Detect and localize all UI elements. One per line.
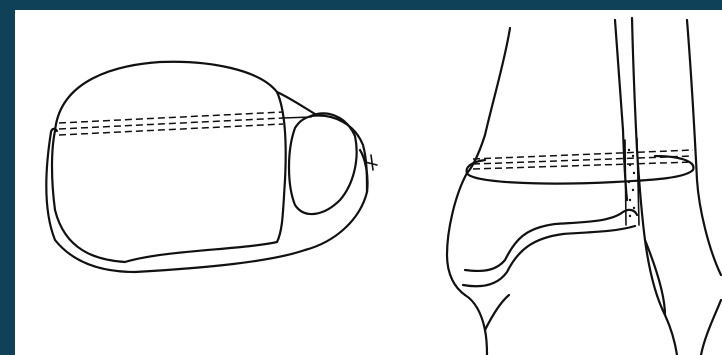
talus-dome — [485, 295, 509, 330]
fibula-cross-section — [289, 113, 357, 214]
axial-view — [46, 62, 377, 272]
medial-malleolus-tip — [465, 295, 487, 355]
joint-ellipse-rim — [467, 156, 693, 184]
talus-lateral — [645, 240, 665, 315]
fibula-lower-tip-outer — [701, 300, 721, 355]
coronal-view — [447, 18, 721, 355]
tibial-plafond — [465, 210, 637, 271]
tibia-left-border — [467, 28, 510, 173]
screw-track-upper — [59, 112, 283, 123]
screw-tip-line — [283, 117, 311, 118]
tibia-lower-medial — [447, 173, 467, 295]
tibia-cross-section-outline — [52, 62, 286, 262]
illustration-svg — [15, 10, 722, 355]
screw-track-middle — [59, 118, 283, 129]
fibula-outer-border — [687, 20, 721, 275]
drawing-canvas — [15, 10, 722, 355]
tibial-plafond-inner — [463, 226, 635, 286]
fibula-tail-tick — [371, 155, 373, 170]
fibula-lower-tip — [665, 315, 677, 355]
screw-track-lower — [59, 124, 283, 135]
